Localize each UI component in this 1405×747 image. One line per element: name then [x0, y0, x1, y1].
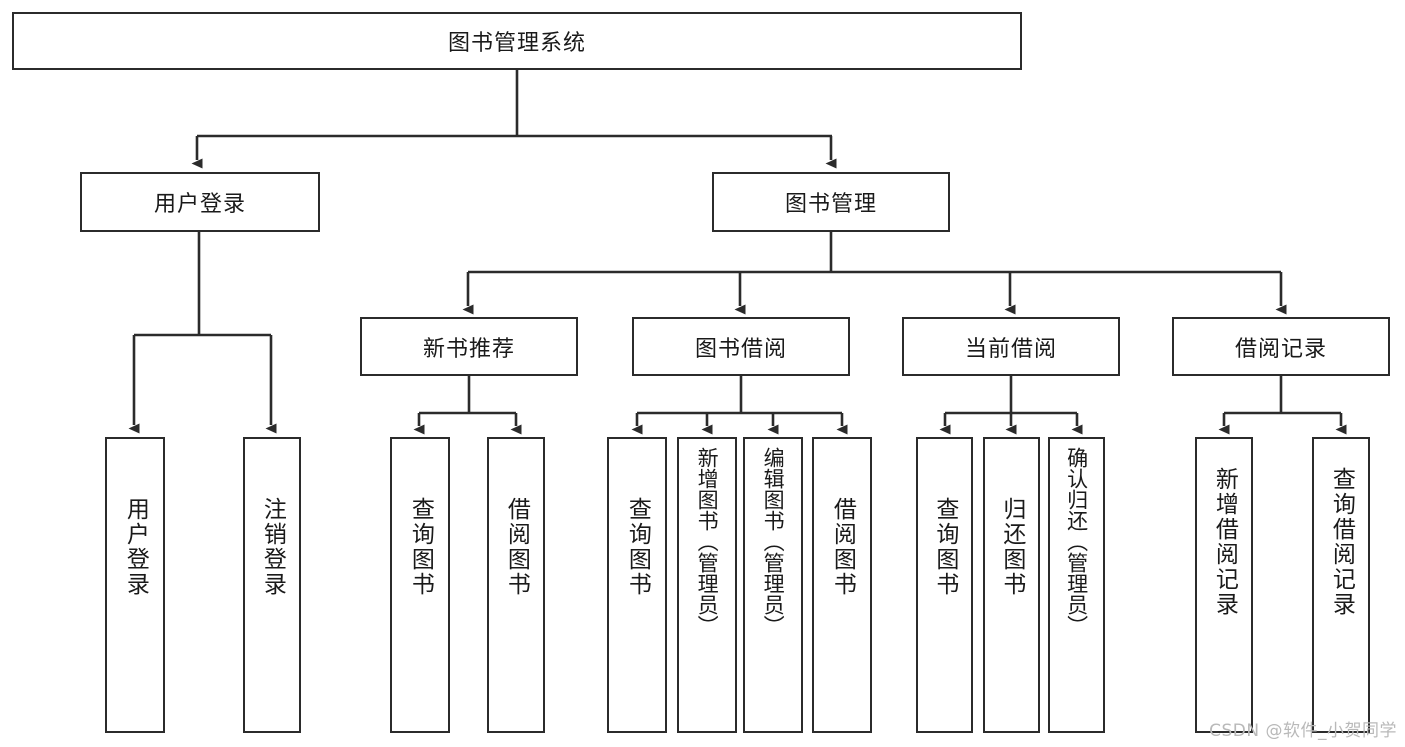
node-current-borrow-label: 当前借阅 [964, 336, 1057, 362]
leaf-query-record-label: 查询借阅记录 [1328, 467, 1355, 617]
leaf-add-book[interactable]: 新增图书（管理员） [677, 437, 737, 733]
leaf-query-book-3[interactable]: 查询图书 [916, 437, 973, 733]
leaf-user-login-label: 用户登录 [122, 497, 149, 597]
node-borrow-record[interactable]: 借阅记录 [1172, 317, 1390, 376]
leaf-return-book[interactable]: 归还图书 [983, 437, 1040, 733]
node-book-manage-label: 图书管理 [784, 192, 877, 217]
leaf-logout-label: 注销登录 [259, 497, 286, 597]
leaf-borrow-book-2[interactable]: 借阅图书 [812, 437, 872, 733]
leaf-return-book-label: 归还图书 [998, 497, 1025, 597]
leaf-add-record-label: 新增借阅记录 [1211, 467, 1238, 617]
node-book-borrow[interactable]: 图书借阅 [632, 317, 850, 376]
leaf-edit-book[interactable]: 编辑图书（管理员） [743, 437, 803, 733]
leaf-query-record[interactable]: 查询借阅记录 [1312, 437, 1370, 733]
node-user-login[interactable]: 用户登录 [80, 172, 320, 232]
leaf-logout[interactable]: 注销登录 [243, 437, 301, 733]
node-new-book-rec-label: 新书推荐 [422, 336, 515, 362]
leaf-query-book-2[interactable]: 查询图书 [607, 437, 667, 733]
leaf-query-book-1[interactable]: 查询图书 [390, 437, 450, 733]
leaf-user-login[interactable]: 用户登录 [105, 437, 165, 733]
leaf-borrow-book-1-label: 借阅图书 [503, 497, 530, 597]
node-current-borrow[interactable]: 当前借阅 [902, 317, 1120, 376]
node-user-login-label: 用户登录 [153, 192, 246, 217]
leaf-query-book-1-label: 查询图书 [407, 497, 434, 597]
csdn-watermark: CSDN @软件_小贺同学 [1209, 721, 1397, 741]
leaf-confirm-return-label: 确认归还（管理员） [1064, 447, 1089, 636]
leaf-borrow-book-1[interactable]: 借阅图书 [487, 437, 545, 733]
leaf-add-record[interactable]: 新增借阅记录 [1195, 437, 1253, 733]
leaf-query-book-3-label: 查询图书 [931, 497, 958, 597]
leaf-edit-book-label: 编辑图书（管理员） [761, 447, 786, 636]
node-book-borrow-label: 图书借阅 [694, 336, 787, 362]
leaf-confirm-return[interactable]: 确认归还（管理员） [1048, 437, 1105, 733]
leaf-add-book-label: 新增图书（管理员） [695, 447, 720, 636]
node-book-manage[interactable]: 图书管理 [712, 172, 950, 232]
leaf-query-book-2-label: 查询图书 [624, 497, 651, 597]
node-root[interactable]: 图书管理系统 [12, 12, 1022, 70]
leaf-borrow-book-2-label: 借阅图书 [829, 497, 856, 597]
node-borrow-record-label: 借阅记录 [1234, 336, 1327, 362]
node-new-book-rec[interactable]: 新书推荐 [360, 317, 578, 376]
node-root-label: 图书管理系统 [447, 31, 586, 56]
